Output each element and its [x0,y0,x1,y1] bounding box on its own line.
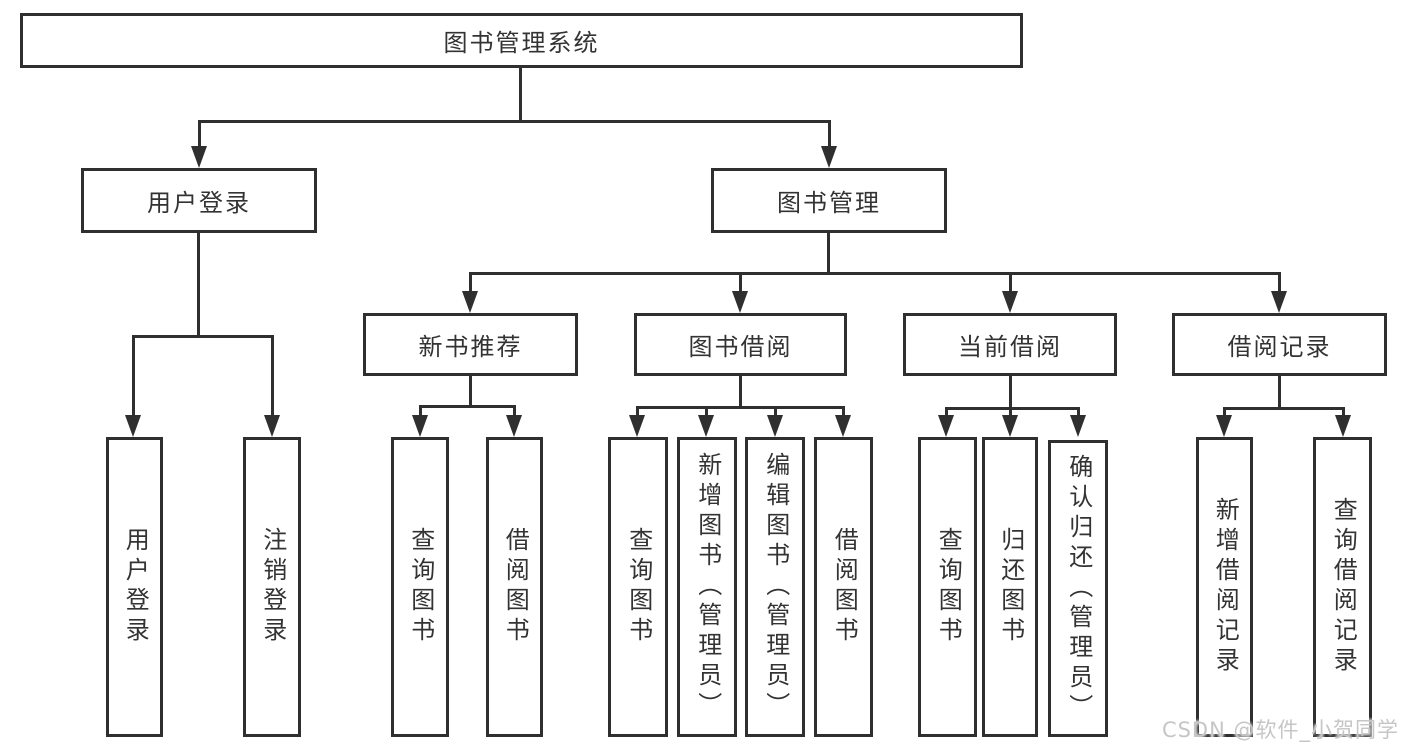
connector-line [271,335,274,417]
arrow-down-icon [732,291,748,313]
connector-line [739,272,742,293]
arrow-down-icon [1216,415,1232,437]
connector-line [198,120,831,123]
connector-line [419,405,516,408]
connector-line [739,376,742,409]
connector-line [519,68,522,120]
connector-line [827,233,830,275]
connector-line [1009,376,1012,410]
arrow-down-icon [506,415,522,437]
arrow-down-icon [821,146,837,168]
connector-line [636,406,845,409]
connector-line [1278,272,1281,293]
leaf-add-books-admin: 新增图书（管理员） [677,437,737,737]
arrow-down-icon [767,415,783,437]
arrow-down-icon [264,415,280,437]
leaf-user-login: 用户登录 [106,437,163,737]
arrow-down-icon [412,415,428,437]
arrow-down-icon [462,291,478,313]
connector-line [1009,272,1012,293]
leaf-return-books: 归还图书 [982,437,1038,737]
connector-line [774,406,777,417]
connector-line [469,272,472,293]
node-new-book-recommend: 新书推荐 [363,313,578,376]
connector-line [945,407,948,417]
arrow-down-icon [698,415,714,437]
leaf-query-books-recommend: 查询图书 [391,437,449,737]
node-user-login: 用户登录 [81,168,317,233]
connector-line [1342,407,1345,417]
node-library-management-system: 图书管理系统 [20,13,1023,68]
node-current-borrow: 当前借阅 [903,313,1117,376]
leaf-confirm-return-admin: 确认归还（管理员） [1048,440,1108,737]
connector-line [513,405,516,417]
connector-line [1223,407,1345,410]
arrow-down-icon [1271,291,1287,313]
node-book-borrow: 图书借阅 [634,313,847,376]
connector-line [705,406,708,417]
arrow-down-icon [835,415,851,437]
leaf-query-borrow-record: 查询借阅记录 [1313,437,1372,737]
connector-line [636,406,639,417]
node-book-management: 图书管理 [711,168,947,233]
node-borrow-records: 借阅记录 [1172,313,1387,376]
leaf-borrow-books-recommend: 借阅图书 [486,437,543,737]
leaf-borrow-books: 借阅图书 [814,437,873,737]
connector-line [469,272,1281,275]
leaf-edit-books-admin: 编辑图书（管理员） [745,437,805,737]
leaf-add-borrow-record: 新增借阅记录 [1196,437,1253,737]
connector-line [1223,407,1226,417]
connector-line [828,120,831,148]
connector-line [1278,376,1281,410]
connector-line [945,407,1080,410]
csdn-watermark: CSDN @软件_小贺同学 [1161,718,1399,742]
arrow-down-icon [191,146,207,168]
arrow-down-icon [1070,415,1086,437]
arrow-down-icon [125,415,141,437]
leaf-query-books-borrow: 查询图书 [608,437,668,737]
arrow-down-icon [629,415,645,437]
connector-line [198,120,201,148]
connector-line [1077,407,1080,417]
connector-line [132,335,274,338]
connector-line [1009,407,1012,417]
connector-line [419,405,422,417]
connector-line [842,406,845,417]
leaf-query-books-current: 查询图书 [918,437,977,737]
connector-line [469,376,472,408]
arrow-down-icon [1002,415,1018,437]
connector-line [132,335,135,417]
arrow-down-icon [1002,291,1018,313]
leaf-logout: 注销登录 [243,437,301,737]
connector-line [197,233,200,338]
arrow-down-icon [938,415,954,437]
arrow-down-icon [1335,415,1351,437]
